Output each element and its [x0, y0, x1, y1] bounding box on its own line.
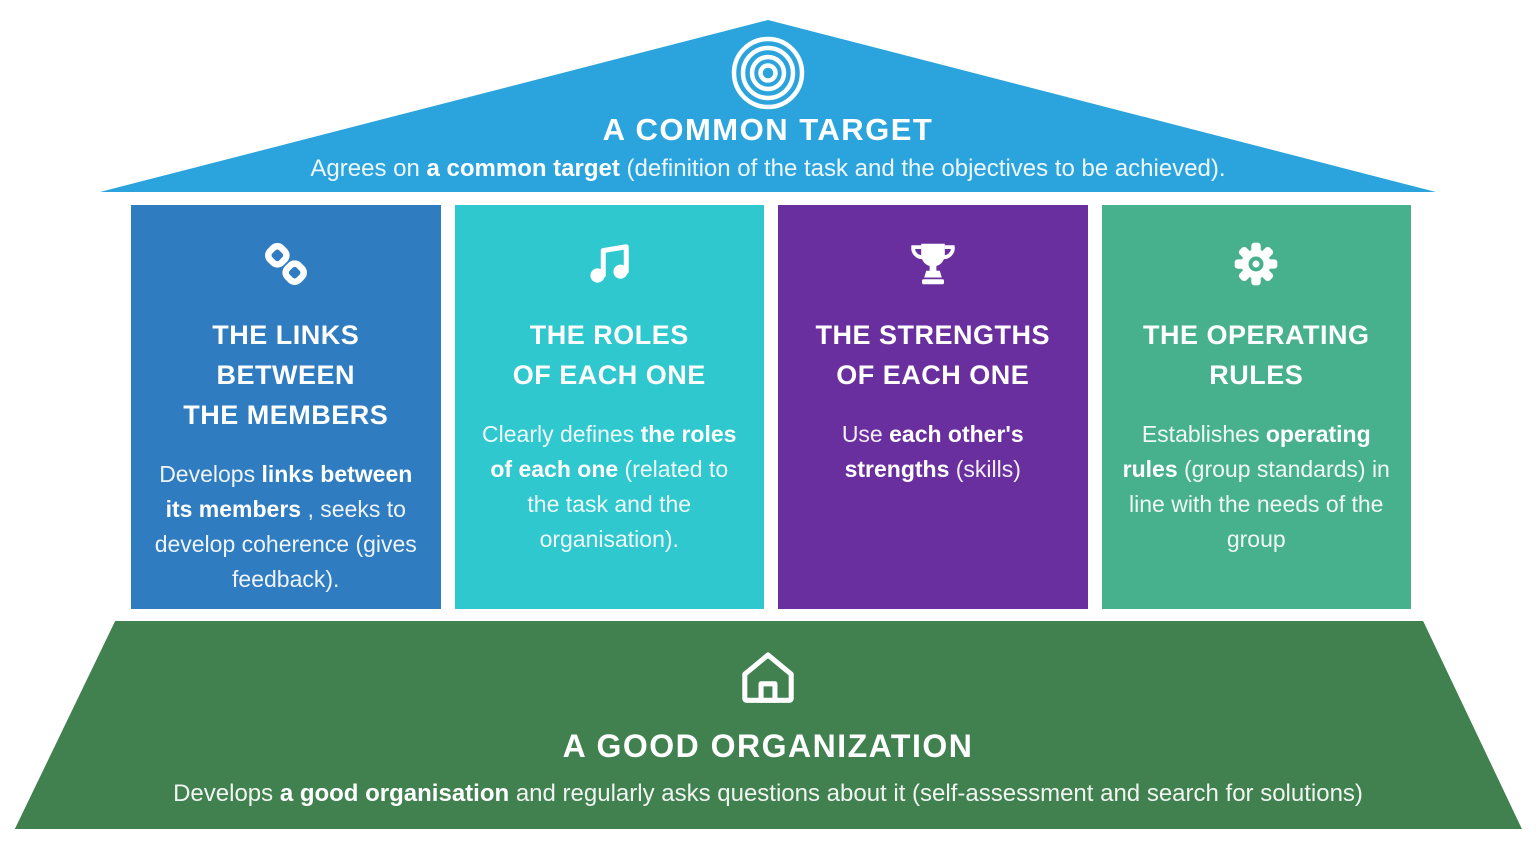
pillar-title-line1: THE STRENGTHS [815, 320, 1050, 350]
pillar-body-post: (group standards) in line with the needs… [1129, 456, 1390, 552]
trophy-icon [798, 235, 1068, 293]
pillar-title-line1: THE ROLES [529, 320, 689, 350]
pillar-title: THE OPERATING RULES [1122, 315, 1392, 395]
target-icon [729, 34, 807, 112]
pillar-body: Use each other's strengths (skills) [798, 417, 1068, 487]
pillar-body-pre: Clearly defines [482, 421, 641, 447]
roof-title: A COMMON TARGET [602, 112, 934, 147]
pillars-row: THE LINKS BETWEEN THE MEMBERS Develops l… [131, 205, 1411, 609]
chain-link-icon [151, 235, 421, 293]
pillar-body-bold: links between its members [165, 461, 413, 522]
roof-subtitle-bold: a common target [426, 155, 620, 182]
roof-subtitle-pre: Agrees on [310, 155, 427, 182]
pillar-body-post: , seeks to develop coherence (gives feed… [154, 496, 417, 592]
house-icon [15, 647, 1522, 711]
pillar-body: Clearly defines the roles of each one (r… [475, 417, 745, 557]
pillar-title-line2: RULES [1209, 360, 1304, 390]
pillar-body-post: (skills) [949, 456, 1021, 482]
pillar-body-pre: Establishes [1141, 421, 1266, 447]
pillar-roles-of-each-one: THE ROLES OF EACH ONE Clearly defines th… [454, 205, 764, 609]
gear-icon [1122, 235, 1392, 293]
pillar-body: Develops links between its members , see… [151, 457, 421, 597]
roof-section-common-target: A COMMON TARGET Agrees on a common targe… [100, 20, 1436, 192]
pillar-body-bold: the roles of each one [490, 421, 737, 482]
pillar-title-line2: THE MEMBERS [183, 400, 389, 430]
base-subtitle: Develops a good organisation and regular… [15, 779, 1522, 809]
pillar-title: THE LINKS BETWEEN THE MEMBERS [151, 315, 421, 435]
pillar-strengths-of-each-one: THE STRENGTHS OF EACH ONE Use each other… [778, 205, 1088, 609]
base-section-good-organization: A GOOD ORGANIZATION Develops a good orga… [14, 621, 1522, 829]
pillar-operating-rules: THE OPERATING RULES Establishes operatin… [1101, 205, 1411, 609]
roof-subtitle: Agrees on a common target (definition of… [100, 154, 1436, 184]
pillar-title-line2: OF EACH ONE [836, 360, 1030, 390]
pillar-body-pre: Use [841, 421, 890, 447]
pillar-body-post: (related to the task and the organisatio… [527, 456, 729, 552]
pillar-title-line1: THE LINKS BETWEEN [212, 320, 360, 390]
base-subtitle-pre: Develops [173, 780, 280, 807]
music-note-icon [475, 235, 745, 293]
pillar-body: Establishes operating rules (group stand… [1122, 417, 1392, 557]
base-subtitle-post: and regularly asks questions about it (s… [509, 780, 1363, 807]
pillar-title: THE STRENGTHS OF EACH ONE [798, 315, 1068, 395]
pillar-body-pre: Develops [159, 461, 262, 487]
pillar-body-bold: each other's strengths [844, 421, 1024, 482]
pillar-title-line1: THE OPERATING [1142, 320, 1370, 350]
pillar-body-bold: operating rules [1122, 421, 1371, 482]
base-subtitle-bold: a good organisation [279, 780, 510, 807]
base-title: A GOOD ORGANIZATION [562, 728, 974, 764]
pillar-title-line2: OF EACH ONE [512, 360, 706, 390]
roof-subtitle-post: (definition of the task and the objectiv… [619, 155, 1226, 182]
pillar-links-between-members: THE LINKS BETWEEN THE MEMBERS Develops l… [131, 205, 441, 609]
pillar-title: THE ROLES OF EACH ONE [475, 315, 745, 395]
